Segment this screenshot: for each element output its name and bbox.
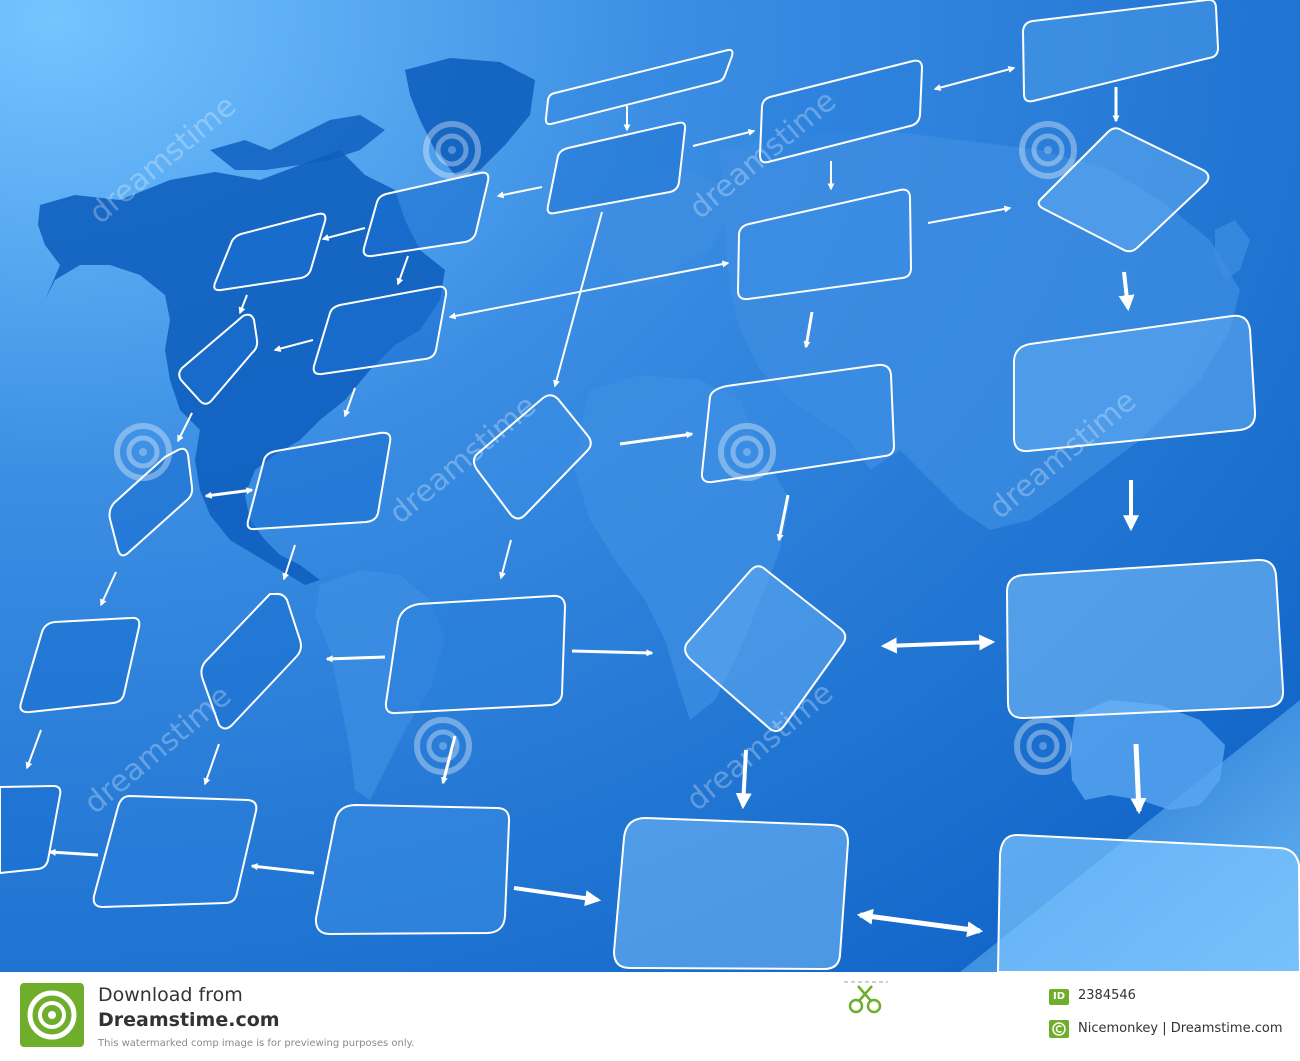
flow-box xyxy=(546,121,687,215)
spiral-icon xyxy=(414,717,472,775)
continent-japan xyxy=(1215,220,1250,280)
arrow xyxy=(933,66,1016,91)
arrow xyxy=(692,128,756,147)
continent-australia xyxy=(1070,700,1225,810)
arrow xyxy=(1130,743,1147,815)
flow-box xyxy=(997,833,1300,972)
flow-box xyxy=(213,212,327,292)
flow-box xyxy=(544,48,734,126)
dreamstime-logo-icon xyxy=(20,983,84,1047)
flow-box xyxy=(19,616,141,714)
flow-box xyxy=(1006,558,1285,720)
flow-box xyxy=(178,313,259,405)
flowchart-shapes xyxy=(0,0,1300,972)
download-footer: Download from Dreamstime.com This waterm… xyxy=(0,972,1300,1061)
credit-line: Nicemonkey | Dreamstime.com xyxy=(1078,1021,1283,1036)
arrow xyxy=(496,186,543,199)
arrow xyxy=(273,339,314,352)
flow-box xyxy=(1022,0,1219,103)
watermark-notice: This watermarked comp image is for previ… xyxy=(98,1038,415,1049)
flow-box xyxy=(92,795,258,908)
flow-box xyxy=(1013,314,1257,453)
arrow xyxy=(177,412,193,443)
arrow xyxy=(440,735,457,785)
flow-box xyxy=(700,363,895,484)
arrow xyxy=(513,886,602,907)
arrow xyxy=(1118,271,1135,312)
arrow xyxy=(927,205,1012,224)
spiral-icon xyxy=(1019,121,1077,179)
arrow xyxy=(571,649,654,657)
flow-box xyxy=(246,431,392,531)
arrow xyxy=(448,260,730,320)
arrow xyxy=(396,255,409,286)
arrow xyxy=(880,634,996,654)
arrow xyxy=(735,749,752,810)
flow-box xyxy=(384,594,566,715)
image-id: 2384546 xyxy=(1078,988,1136,1003)
flowchart-arrows xyxy=(25,66,1147,938)
arrow xyxy=(499,539,512,580)
continent-arctic-islands xyxy=(210,115,385,170)
flowchart-artwork: dreamstime dreamstime dreamstime dreamst… xyxy=(0,0,1300,972)
flow-box xyxy=(737,188,912,301)
arrow xyxy=(25,729,42,770)
site-name[interactable]: Dreamstime.com xyxy=(98,1009,280,1031)
arrow xyxy=(619,431,694,446)
scissors-icon xyxy=(844,981,888,1014)
arrow xyxy=(856,908,984,938)
download-label: Download from xyxy=(98,984,243,1006)
arrow xyxy=(100,571,117,607)
flow-box xyxy=(108,447,194,557)
arrow xyxy=(250,863,315,875)
spiral-icon xyxy=(718,423,776,481)
flow-box xyxy=(312,285,448,376)
continent-greenland xyxy=(405,58,535,175)
arrow xyxy=(776,494,790,542)
flow-diamond xyxy=(1037,127,1210,253)
arrow xyxy=(48,848,99,857)
spiral-icon xyxy=(423,121,481,179)
id-badge: ID xyxy=(1049,989,1069,1005)
copyright-icon xyxy=(1049,1020,1069,1038)
flow-box xyxy=(613,817,849,970)
flow-box xyxy=(314,804,511,935)
arrow xyxy=(343,387,356,418)
continent-north-america xyxy=(38,150,445,585)
flow-box xyxy=(0,785,62,874)
arrow xyxy=(204,487,254,499)
arrow xyxy=(282,544,296,581)
flow-diamond xyxy=(200,592,302,730)
flow-diamond xyxy=(472,394,592,520)
arrow xyxy=(803,311,814,349)
flow-box xyxy=(362,171,490,258)
spiral-icon xyxy=(1014,717,1072,775)
flow-diamond xyxy=(684,565,847,732)
flow-box xyxy=(759,59,923,164)
arrow xyxy=(325,655,386,663)
arrow xyxy=(203,743,220,786)
arrow xyxy=(321,227,366,241)
spiral-icon xyxy=(114,423,172,481)
arrow xyxy=(238,294,248,315)
